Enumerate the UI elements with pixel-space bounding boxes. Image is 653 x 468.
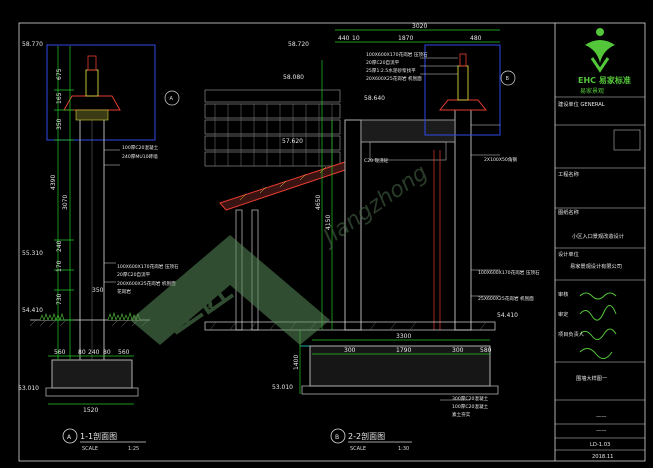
tb-row-3: 设计单位 xyxy=(558,250,579,258)
tb-row-1: 工程名称 xyxy=(558,170,579,178)
dim-a-v2: 350 xyxy=(56,118,63,130)
callout-mark-b: B xyxy=(506,76,510,82)
elev-b-ridge: 58.640 xyxy=(364,95,385,102)
section-marker-a-letter: A xyxy=(67,434,72,441)
note-b-7: 25X600X25花岗岩 机刨面 xyxy=(478,295,534,302)
dim-b-bot4: 580 xyxy=(480,347,492,354)
dim-a-h5: 1520 xyxy=(83,407,98,414)
note-b-10: 素土夯实 xyxy=(452,411,471,418)
tb-row-0: 建设单位 GENERAL xyxy=(558,100,605,108)
tb-dash-2: —— xyxy=(596,428,606,434)
section-b: B 58.720 58.080 58.640 57.620 54.410 53.… xyxy=(204,23,540,452)
note-b-4: C20 现浇砼 xyxy=(364,157,389,164)
dim-a-h4: 560 xyxy=(118,349,130,356)
note-b-0: 100X600X170花岗岩 压顶石 xyxy=(366,51,428,58)
dim-b-bot2: 1790 xyxy=(396,347,411,354)
scale-word-a: SCALE xyxy=(82,446,98,452)
dim-b-bot3: 300 xyxy=(452,347,464,354)
dim-b-top2: 10 xyxy=(352,35,360,42)
dim-b-top1: 440 xyxy=(338,35,350,42)
note-b-3: 20X600X25花岗岩 机刨面 xyxy=(366,75,422,82)
elev-b-top: 58.720 xyxy=(288,41,309,48)
sheet-title: 围墙大样图一 xyxy=(576,374,607,382)
note-b-2: 25厚1:2.5水泥砂浆找平 xyxy=(366,67,416,74)
dim-a-h1: 80 xyxy=(78,349,86,356)
dim-b-v0: 4650 xyxy=(315,195,322,210)
elev-a-mid: 55.310 xyxy=(22,250,43,257)
dim-a-h0: 560 xyxy=(54,349,66,356)
dim-a-h2: 240 xyxy=(88,349,100,356)
dim-b-top4: 480 xyxy=(470,35,482,42)
dim-b-bot0: 3300 xyxy=(396,333,411,340)
dim-a-v1: 165 xyxy=(56,92,63,104)
section-label-b: 2-2剖面图 xyxy=(348,431,385,441)
elev-b-ground: 54.410 xyxy=(497,312,518,319)
dim-a-h3: 80 xyxy=(103,349,111,356)
note-a-5: 花岗岩 xyxy=(117,288,131,295)
callout-box-b xyxy=(424,44,501,136)
tb-dash-1: —— xyxy=(596,414,606,420)
dim-a-v6: 170 xyxy=(56,260,63,272)
tb-row-6: 项目负责人 xyxy=(558,330,584,338)
dim-b-v2: 1400 xyxy=(293,355,300,370)
designer-name: 易家景观设计有限公司 xyxy=(570,262,622,270)
elev-a-top: 58.770 xyxy=(22,41,43,48)
note-b-1: 20厚C20自流平 xyxy=(366,59,400,66)
elev-b-eave: 57.620 xyxy=(282,138,303,145)
elev-b-base: 53.010 xyxy=(272,384,293,391)
dim-a-v3: 4390 xyxy=(50,175,57,190)
elev-a-base: 53.010 xyxy=(18,385,39,392)
dim-a-v5: 240 xyxy=(56,240,63,252)
logo: EHC 易家标准 易家景观 xyxy=(578,28,631,95)
tb-row-4: 审核 xyxy=(558,290,568,298)
note-a-2: 100X600X170花岗岩 压顶石 xyxy=(117,263,179,270)
scale-b: 1:30 xyxy=(398,446,409,452)
drawing-number: LD-1.03 xyxy=(590,442,610,448)
dim-b-top0: 3020 xyxy=(412,23,427,30)
dim-a-v0: 675 xyxy=(56,68,63,80)
section-marker-b-letter: B xyxy=(335,434,339,441)
callout-circle-a xyxy=(164,90,180,106)
note-b-9: 100厚C20混凝土 xyxy=(452,403,489,410)
dim-b-v1: 4150 xyxy=(325,215,332,230)
section-marker-a xyxy=(62,428,78,444)
sheet-frame xyxy=(18,22,646,462)
callout-box-a xyxy=(46,44,156,141)
note-a-4: 200X600X25花岗岩 机刨面 xyxy=(117,280,176,287)
scale-a: 1:25 xyxy=(128,446,139,452)
note-b-5: 2X100X50角钢 xyxy=(484,156,517,163)
note-b-6: 100X600X170花岗岩 压顶石 xyxy=(478,269,540,276)
section-label-a: 1-1剖面图 xyxy=(80,431,117,441)
dim-a-v4: 3070 xyxy=(62,195,69,210)
title-block: EHC 易家标准 易家景观 建设单位 GENERAL 工程名称 图纸名称 小区入… xyxy=(555,28,645,460)
note-a-3: 20厚C20自流平 xyxy=(117,271,151,278)
callout-circle-b xyxy=(500,70,516,86)
callout-mark-a: A xyxy=(170,96,174,102)
dim-b-top3: 1870 xyxy=(398,35,413,42)
elev-a-ground: 54.410 xyxy=(22,307,43,314)
project-name: 小区入口景观改造设计 xyxy=(572,232,624,240)
note-a-1: 240厚MU10砖墙 xyxy=(122,153,158,160)
logo-text: EHC 易家标准 xyxy=(578,75,631,85)
tb-row-2: 图纸名称 xyxy=(558,208,579,216)
note-b-8: 300厚C20混凝土 xyxy=(452,395,489,402)
note-a-0: 100厚C20混凝土 xyxy=(122,144,159,151)
company-name: 易家景观 xyxy=(580,87,604,95)
tb-row-5: 审定 xyxy=(558,310,568,318)
dim-a-v8: 730 xyxy=(56,293,63,305)
scale-word-b: SCALE xyxy=(350,446,366,452)
dim-a-v7: 350 xyxy=(92,287,104,294)
elev-b-upper: 58.080 xyxy=(283,74,304,81)
drawing-date: 2018.11 xyxy=(592,454,613,460)
section-a: A 58.770 55.310 54.410 53.010 675 165 35… xyxy=(18,41,180,452)
section-marker-b xyxy=(330,428,346,444)
dim-b-bot1: 300 xyxy=(344,347,356,354)
